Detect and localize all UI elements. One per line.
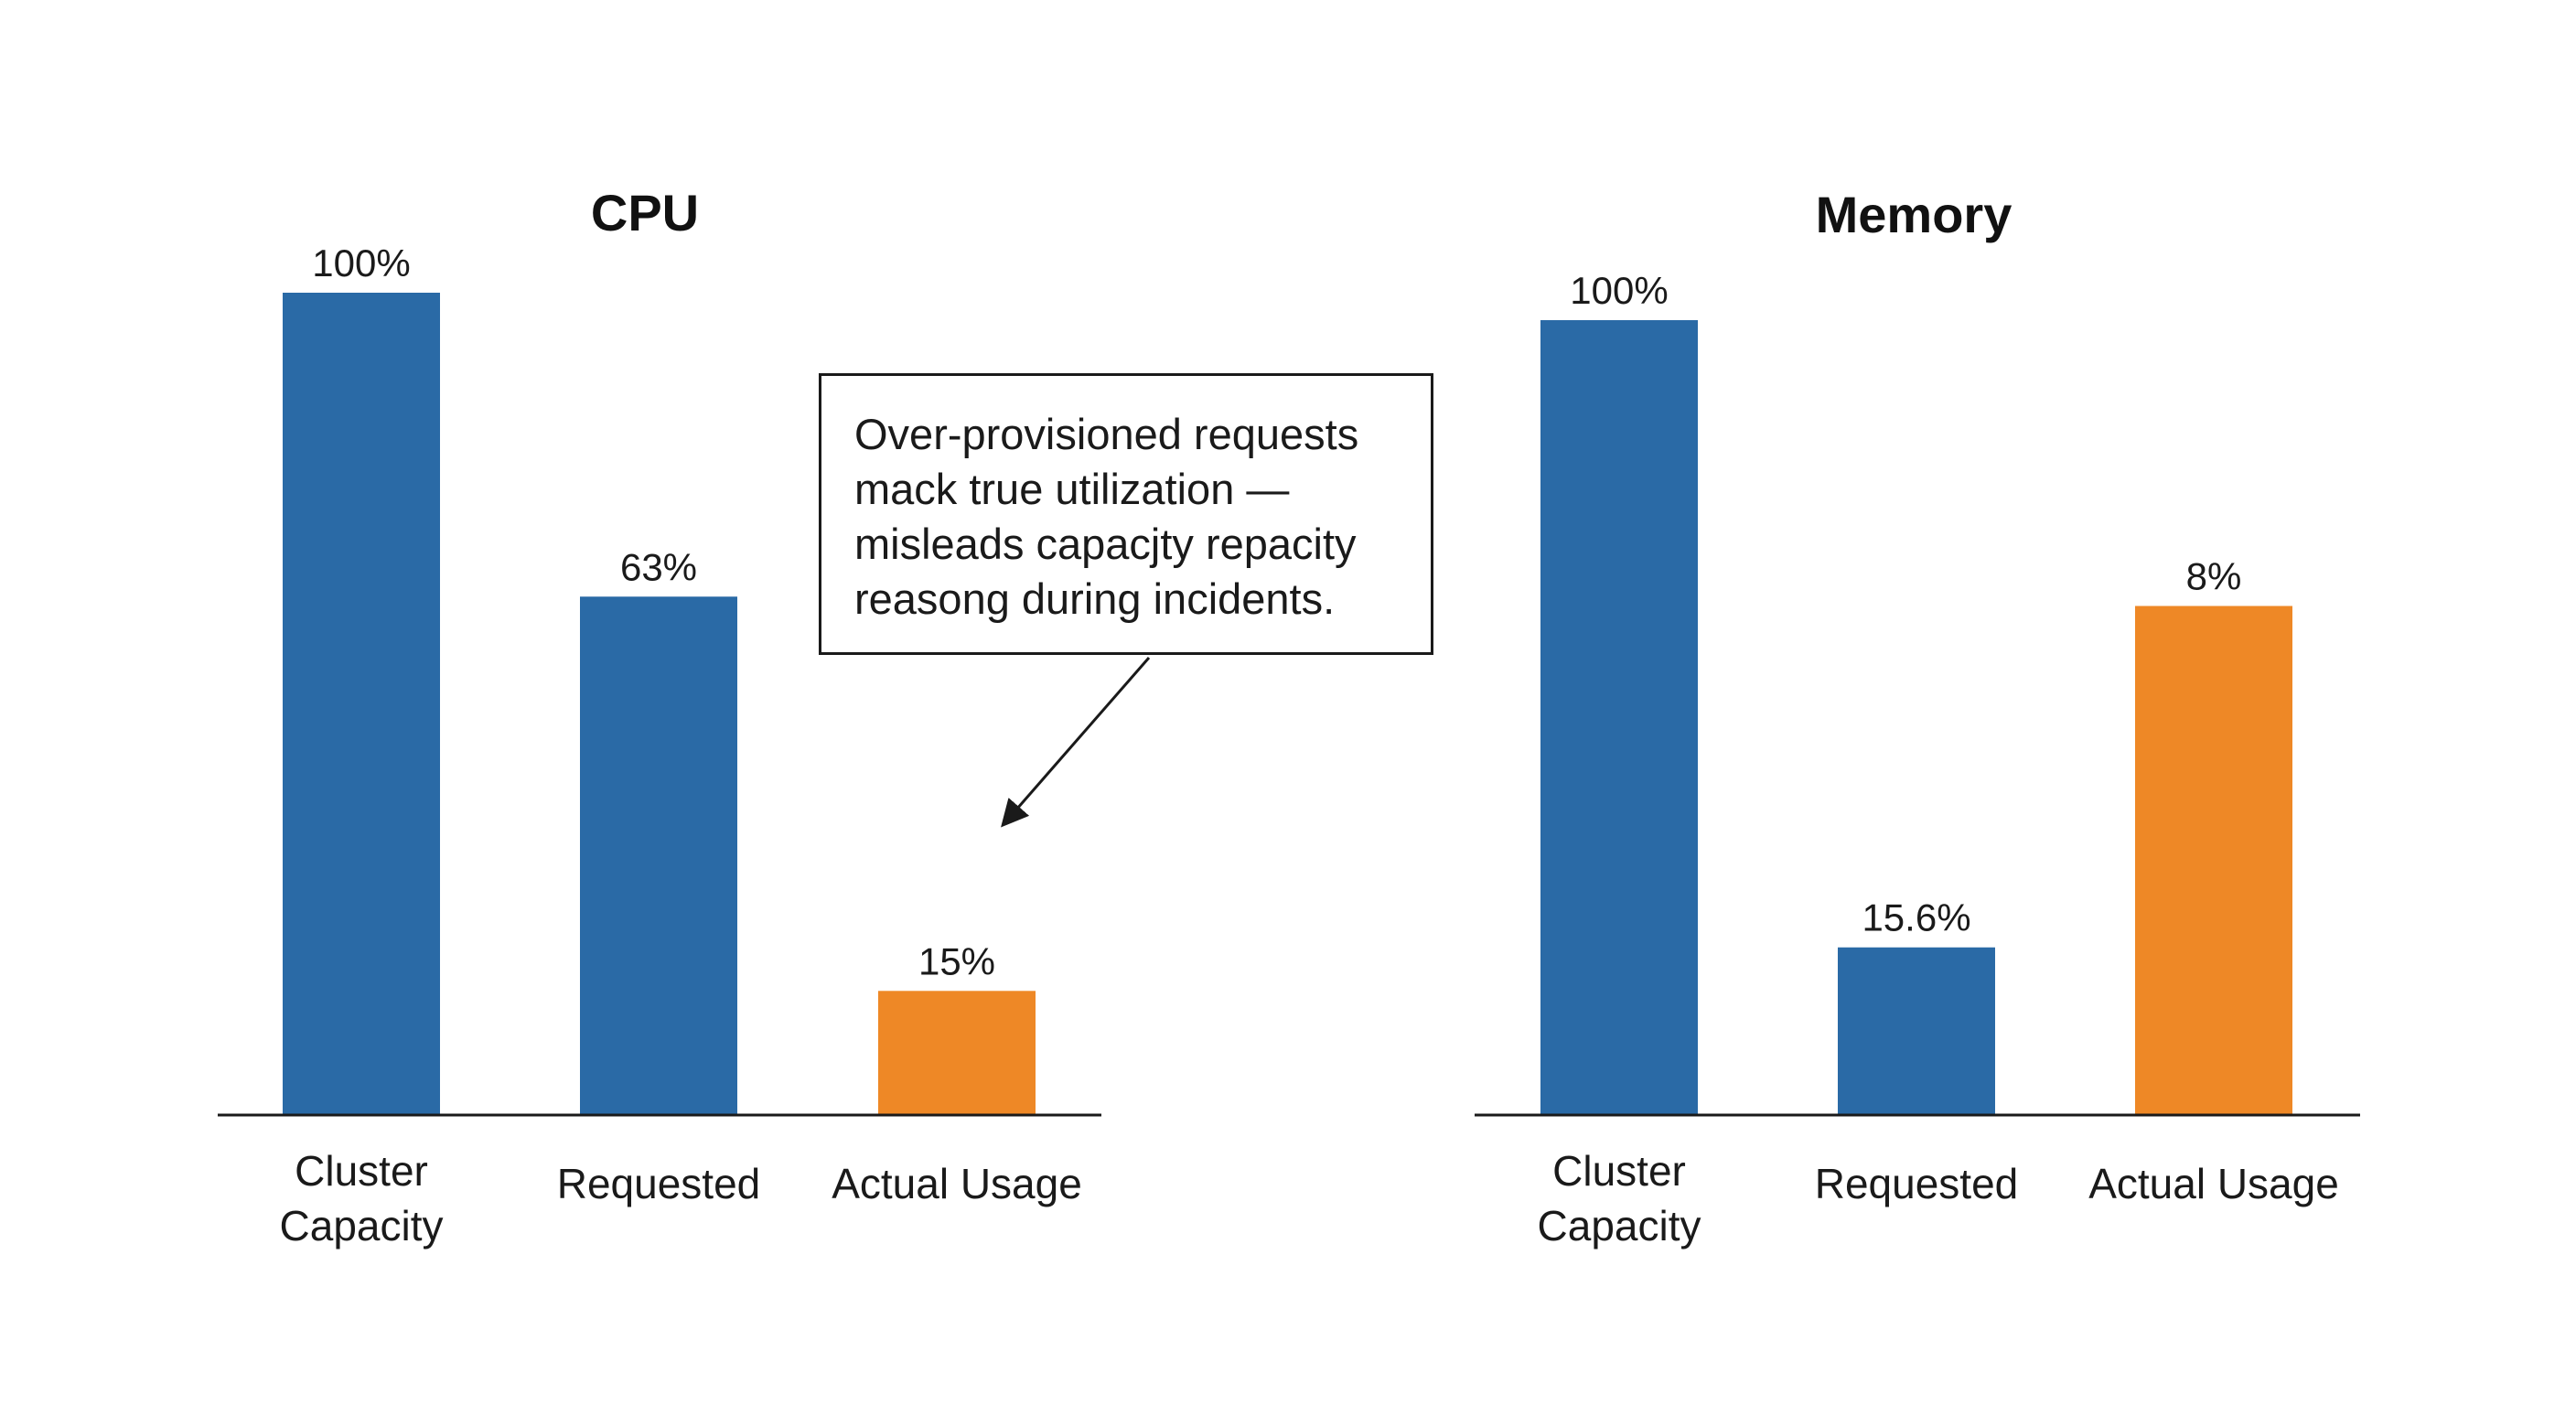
memory-data-label: 100%: [1570, 269, 1668, 312]
cpu-bar: [580, 596, 737, 1114]
memory-category-label-line: Capacity: [1538, 1202, 1701, 1249]
cpu-bar: [878, 991, 1036, 1114]
cpu-category-label-line: Cluster: [295, 1147, 428, 1195]
cpu-category-label-line: Capacity: [280, 1202, 444, 1249]
memory-category-label: Requested: [1815, 1160, 2019, 1207]
cpu-category-label: Actual Usage: [832, 1160, 1082, 1207]
cpu-data-label: 63%: [620, 545, 697, 588]
memory-chart-title: Memory: [1815, 186, 2012, 243]
cpu-chart-title: CPU: [590, 184, 700, 241]
memory-data-label: 8%: [2186, 554, 2242, 597]
memory-bar: [2135, 606, 2292, 1114]
memory-bar: [1540, 320, 1698, 1114]
memory-category-label: Actual Usage: [2088, 1160, 2339, 1207]
memory-data-label: 15.6%: [1862, 896, 1970, 939]
cpu-data-label: 15%: [918, 939, 995, 982]
cpu-bar: [283, 293, 440, 1114]
annotation-arrow: [1001, 657, 1151, 828]
annotation-line: misleads capacjty repacity: [854, 520, 1357, 568]
cpu-category-label: Requested: [557, 1160, 761, 1207]
memory-bar: [1838, 947, 1995, 1114]
annotation-line: mack true utilization —: [854, 465, 1290, 513]
annotation-line: reasong during incidents.: [854, 574, 1336, 623]
annotation-callout: Over-provisioned requests mack true util…: [819, 373, 1433, 655]
memory-category-label-line: Cluster: [1552, 1147, 1686, 1195]
annotation-line: Over-provisioned requests: [854, 410, 1359, 458]
cpu-data-label: 100%: [312, 241, 410, 284]
